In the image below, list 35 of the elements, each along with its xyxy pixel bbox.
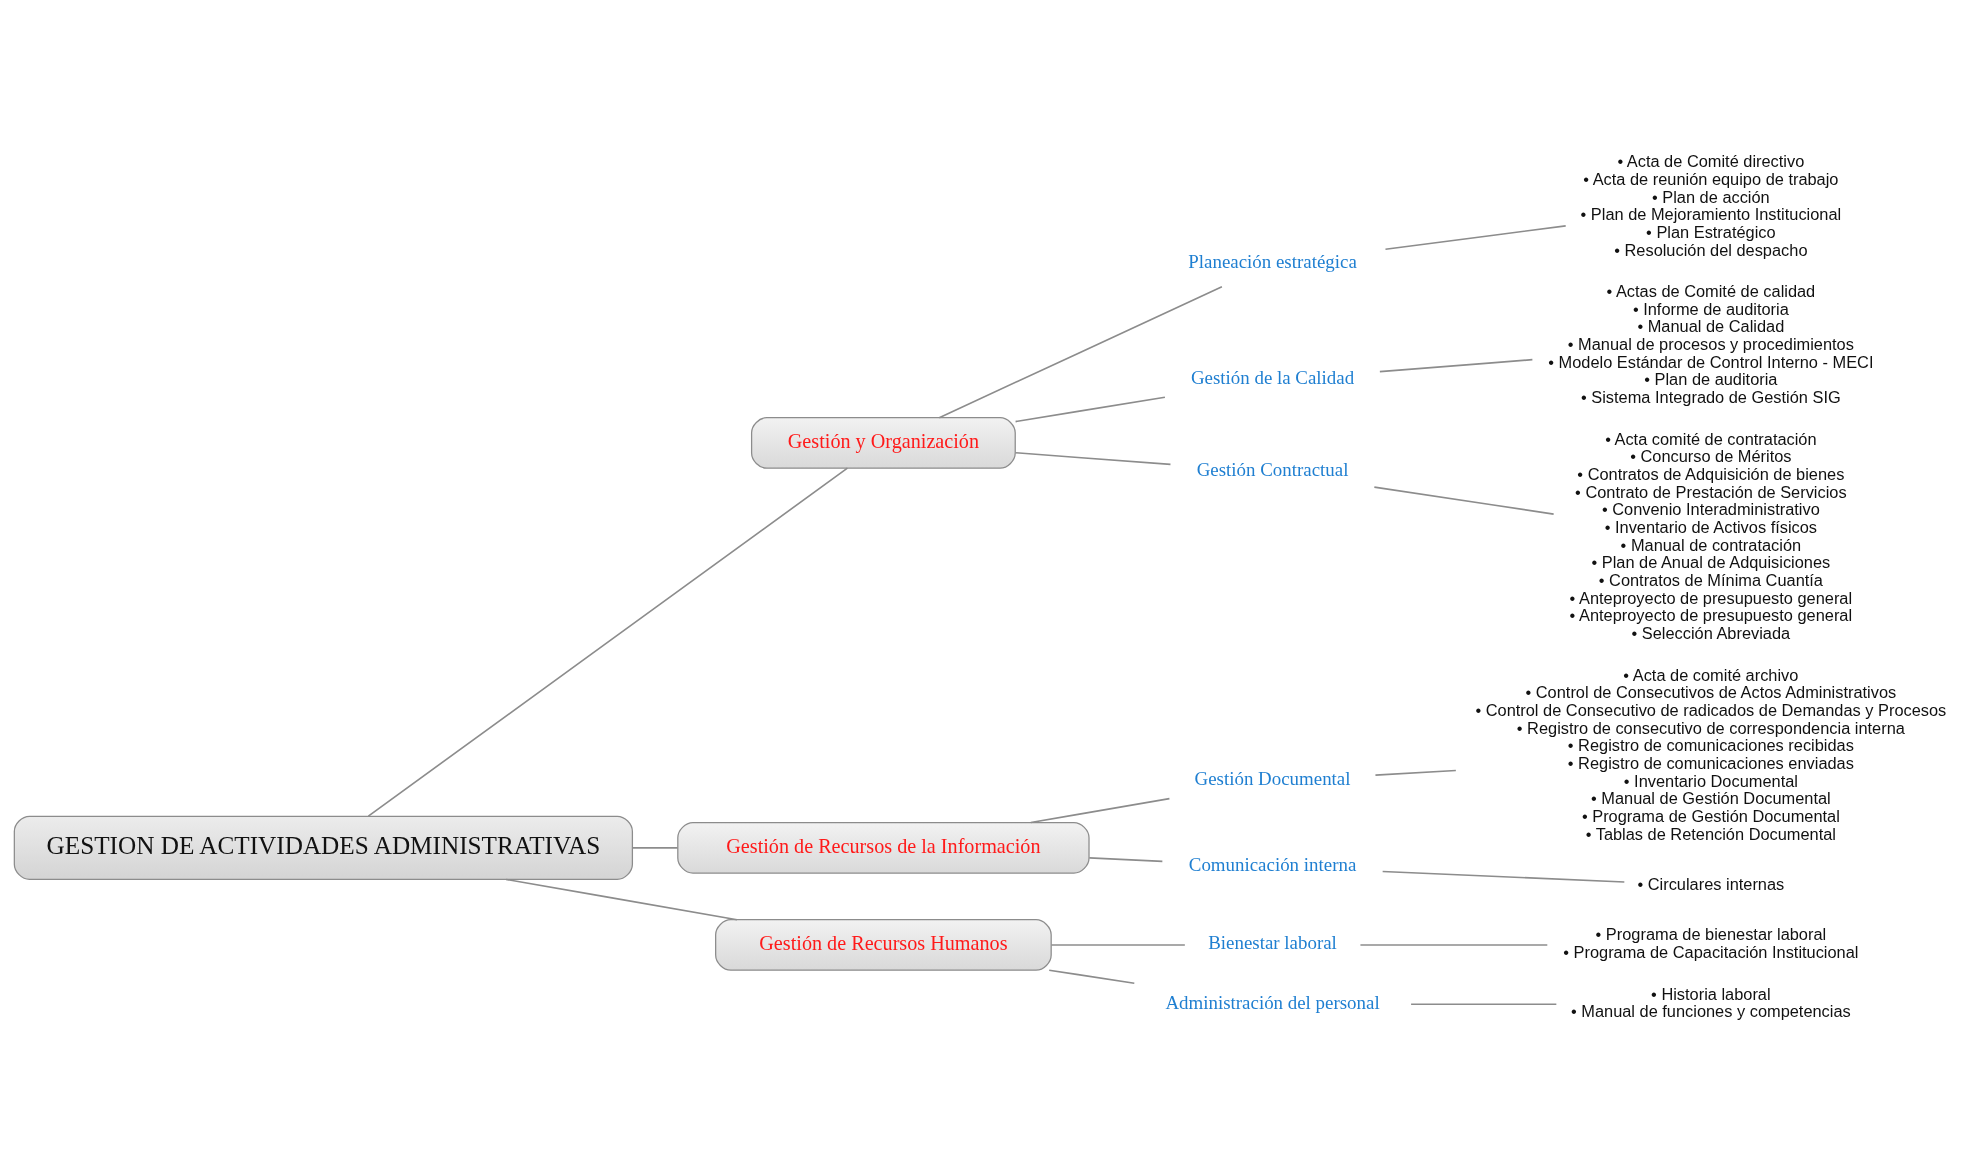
connector bbox=[1029, 797, 1170, 824]
connector bbox=[1087, 857, 1163, 863]
node-text: • Acta comité de contratación • Concurso de Méritos • Contratos de Adquisición de bienes • Contrato de Prestación de Servicios • Convenio Interadministrativo • Inventario de Activos físicos • Manual de contratación • Plan de Anual de Adquisiciones • Contratos de Mínima Cuantía • Anteproyecto de presupuesto general • Anteproyecto de presupuesto general • Selección Abreviada bbox=[1569, 429, 1852, 642]
node-text: Planeación estratégica bbox=[1187, 251, 1357, 273]
connector bbox=[1014, 396, 1166, 423]
node-box: Gestión y Organización bbox=[750, 417, 1016, 469]
connector bbox=[1374, 769, 1457, 776]
node-text: Gestión Documental bbox=[1194, 768, 1351, 790]
node-text: • Acta de comité archivo • Control de Consecutivos de Actos Administrativos • Control de Consecutivo de radicados de Demandas y Procesos • Registro de consecutivo de correspondencia interna • Registro de comunicaciones recibidas • Registro de comunicaciones enviadas • Inventario Documental • Manual de Gestión Documental • Programa de Gestión Documental • Tablas de Retención Documental bbox=[1474, 665, 1946, 843]
node-text: Comunicación interna bbox=[1188, 854, 1356, 876]
connector bbox=[1359, 944, 1548, 946]
node-text: • Historia laboral • Manual de funciones y competencias bbox=[1570, 984, 1851, 1021]
node-text: • Actas de Comité de calidad • Informe de auditoria • Manual de Calidad • Manual de procesos y procedimientos • Modelo Estándar de Control Interno - MECI • Plan de auditoria • Sistema Integrado de Gestión SIG bbox=[1547, 282, 1873, 407]
node-text: Administración del personal bbox=[1164, 991, 1380, 1013]
connector bbox=[1384, 225, 1566, 251]
connector bbox=[1378, 358, 1533, 373]
node-box: Gestión de Recursos de la Información bbox=[676, 822, 1090, 874]
connector bbox=[1373, 486, 1554, 515]
connector bbox=[937, 285, 1223, 419]
connector bbox=[1047, 969, 1135, 985]
connector bbox=[631, 847, 678, 849]
node-text: Gestión de la Calidad bbox=[1190, 367, 1354, 389]
node-text: • Acta de Comité directivo • Acta de reunión equipo de trabajo • Plan de acción • Plan de Mejoramiento Institucional • Plan Estratégico • Resolución del despacho bbox=[1580, 152, 1841, 259]
node-box: Gestión de Recursos Humanos bbox=[714, 919, 1052, 971]
connector bbox=[1014, 451, 1171, 466]
node-box: GESTION DE ACTIVIDADES ADMINISTRATIVAS bbox=[13, 815, 633, 880]
connector bbox=[1409, 1003, 1557, 1006]
node-text: • Circulares internas bbox=[1636, 874, 1784, 893]
node-text: Bienestar laboral bbox=[1207, 932, 1337, 954]
node-text: Gestión Contractual bbox=[1196, 459, 1348, 481]
connector bbox=[1050, 944, 1186, 946]
connector bbox=[504, 878, 738, 921]
connector bbox=[367, 467, 848, 817]
node-text: • Programa de bienestar laboral • Programa de Capacitación Institucional bbox=[1562, 925, 1858, 962]
connector bbox=[1381, 870, 1625, 883]
